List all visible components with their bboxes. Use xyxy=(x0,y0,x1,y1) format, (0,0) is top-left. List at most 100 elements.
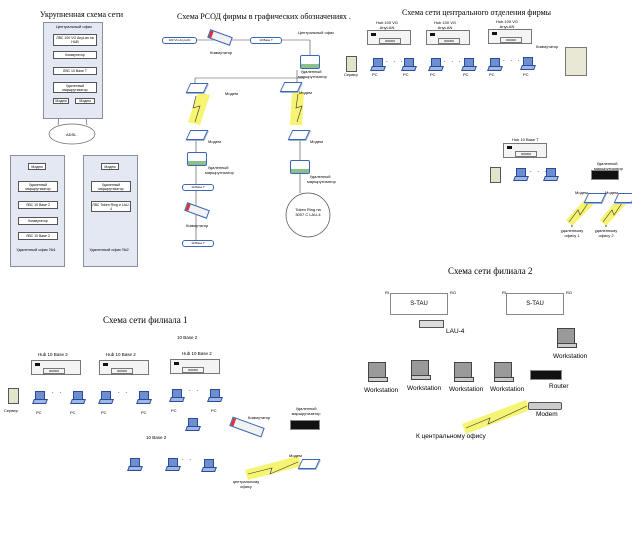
switch-label: Коммутатор xyxy=(186,223,209,228)
router-icon xyxy=(290,420,320,430)
switch-label: Коммутатор xyxy=(536,44,559,49)
lau-device-icon xyxy=(419,320,444,328)
modem-label: Модем xyxy=(575,190,588,195)
link-label: к удаленному офису 1 xyxy=(560,223,584,238)
pc-icon xyxy=(136,391,152,404)
pc-icon xyxy=(201,459,217,472)
pc-label: PC xyxy=(372,72,378,77)
pc-label: PC xyxy=(141,410,147,415)
hub-icon xyxy=(426,30,470,45)
pc-icon xyxy=(165,458,181,471)
router-label: Удаленный маршрутизатор xyxy=(307,174,336,184)
server-icon xyxy=(8,388,19,404)
central-office-label: Центральный офис xyxy=(55,24,93,29)
pc-icon xyxy=(370,58,386,71)
port-label: RO xyxy=(566,290,572,295)
workstation-label: Workstation xyxy=(490,386,525,393)
hub-label: Hub 10 Base T xyxy=(512,137,539,142)
overview-modem: Модем xyxy=(75,98,95,104)
ellipsis: . . . xyxy=(386,58,405,64)
overview-item: ЛВС 10 Base T xyxy=(53,67,97,75)
overview-title: Укрупненная схема сети xyxy=(40,10,123,19)
hub-icon xyxy=(367,30,411,45)
segment-label: 10 Base 2 xyxy=(177,335,198,340)
workstation-label: Workstation xyxy=(407,385,442,392)
modem-label: Модем xyxy=(310,139,323,144)
workstation-label: Workstation xyxy=(449,386,484,393)
workstation-icon xyxy=(411,360,431,380)
ellipsis: . . . xyxy=(530,168,549,174)
central-office-label: Центральный офис xyxy=(298,30,335,35)
hub-icon xyxy=(170,359,220,374)
anylan-bus: 100 VG AnyLAN xyxy=(162,37,197,44)
token-ring-circle xyxy=(285,192,331,238)
hub-label: Hub 10 Base 2 xyxy=(182,351,212,356)
rsod-title: Схема РСОД фирмы в графических обозначен… xyxy=(177,12,351,21)
pc-icon xyxy=(185,418,201,431)
ellipsis: . . . xyxy=(503,57,522,63)
ellipsis: . . xyxy=(189,387,201,393)
workstation-icon xyxy=(454,362,474,382)
branch2-title: Схема сети филиала 2 xyxy=(448,266,533,276)
link-label: центральному офису xyxy=(232,479,260,489)
router-icon xyxy=(187,152,207,166)
modem-icon xyxy=(613,193,632,203)
remote-office-label: Удаленный офис №2 xyxy=(89,247,129,252)
workstation-icon xyxy=(557,328,577,348)
hub-icon xyxy=(31,360,81,375)
workstation-label: Workstation xyxy=(364,387,399,394)
ellipsis: . . xyxy=(182,456,194,462)
router-icon xyxy=(300,55,320,69)
pc-label: PC xyxy=(430,72,436,77)
adsl-cloud xyxy=(48,123,96,145)
pc-icon xyxy=(98,391,114,404)
pc-label: PC xyxy=(489,72,495,77)
hub-label: Hub 10 Base 2 xyxy=(106,352,136,357)
branch1-title: Схема сети филиала 1 xyxy=(103,315,188,325)
workstation-icon xyxy=(368,362,388,382)
stau-device: S-TAU xyxy=(390,293,448,315)
pc-icon xyxy=(207,389,223,402)
overview-item: ЛВС 10 Base 2 xyxy=(18,201,58,209)
overview-item: Удаленный маршрутизатор xyxy=(18,181,58,192)
pc-label: PC xyxy=(70,410,76,415)
hub-icon xyxy=(99,360,149,375)
pc-icon xyxy=(513,168,529,181)
base-t-bus: 10 Base T xyxy=(250,37,282,44)
pc-label: PC xyxy=(211,408,217,413)
hub-icon xyxy=(503,143,547,158)
router-label: Удаленный маршрутизатор xyxy=(205,165,234,175)
pc-label: PC xyxy=(171,408,177,413)
server-icon xyxy=(346,56,357,72)
hub-label: Hub 100 VG AnyLAN xyxy=(375,20,398,30)
pc-label: PC xyxy=(101,410,107,415)
hub-label: Hub 100 VG AnyLAN xyxy=(433,20,456,30)
port-label: RI xyxy=(385,290,389,295)
segment-label: 10 Base 2 xyxy=(146,435,167,440)
link-label: к удаленному офису 2 xyxy=(594,223,618,238)
modem-icon xyxy=(528,402,562,410)
overview-item: Модем xyxy=(101,163,119,170)
pc-icon xyxy=(428,58,444,71)
router-label: Удаленный маршрутизатор xyxy=(594,161,623,171)
base-t-bus: 10 Base T xyxy=(182,184,214,191)
pc-icon xyxy=(520,57,536,70)
pc-label: PC xyxy=(463,72,469,77)
pc-label: PC xyxy=(523,72,529,77)
modem-label: Модем xyxy=(289,453,302,458)
pc-icon xyxy=(127,458,143,471)
pc-icon xyxy=(70,391,86,404)
overview-item: ЛВС 100 VG AnyLan на HUB xyxy=(53,34,97,46)
base-t-bus: 10 Base T xyxy=(182,240,214,247)
overview-item: Коммутатор xyxy=(18,217,58,225)
router-label: Удаленный маршрутизатор xyxy=(291,406,321,416)
pc-icon xyxy=(32,391,48,404)
token-ring-label: Token Ring на 3007 С LAU-4 xyxy=(295,207,321,217)
overview-item: Удаленный маршрутизатор xyxy=(53,82,97,93)
hub-icon xyxy=(488,29,532,44)
server-icon xyxy=(490,167,501,183)
port-label: RI xyxy=(502,290,506,295)
link-label: К центральному офису xyxy=(416,433,486,440)
overview-modem: Модем xyxy=(53,98,69,104)
modem-label: Модем xyxy=(299,90,312,95)
